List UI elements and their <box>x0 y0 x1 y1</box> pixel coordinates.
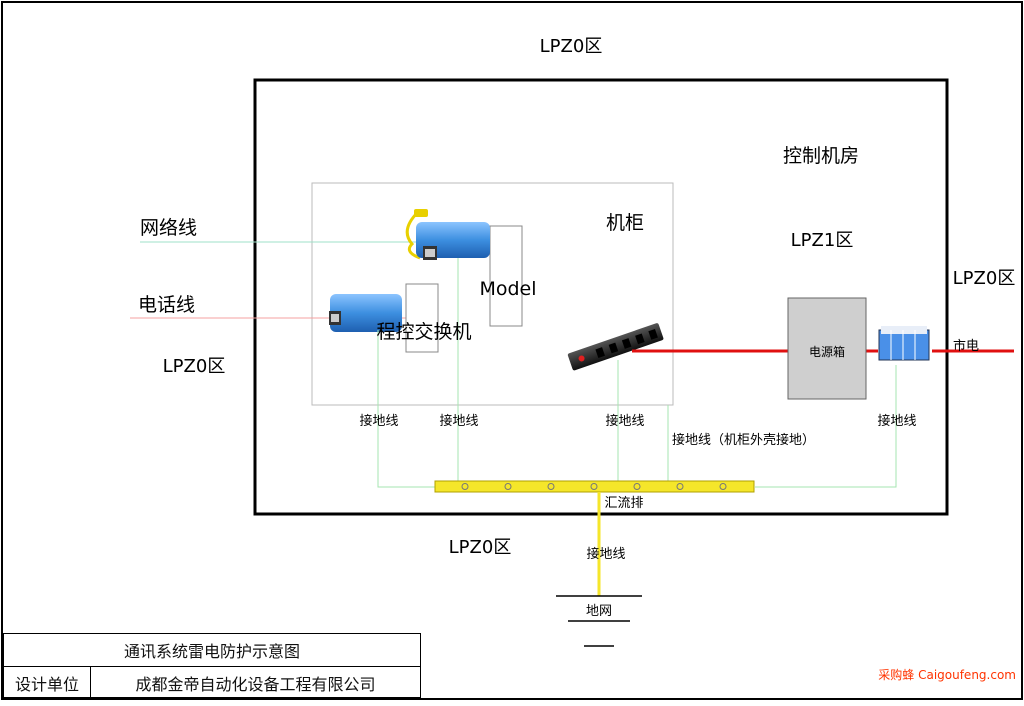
control-room-box <box>253 78 949 516</box>
title-block: 通讯系统雷电防护示意图 设计单位 成都金帝自动化设备工程有限公司 <box>3 633 421 698</box>
model-box <box>489 225 523 327</box>
zone-label-top: LPZ0区 <box>540 36 603 57</box>
cabinet-box <box>311 182 674 406</box>
designer-value: 成都金帝自动化设备工程有限公司 <box>135 674 376 694</box>
phone-spd <box>329 294 402 332</box>
zone-label-lpz1: LPZ1区 <box>791 230 854 251</box>
power-spd <box>878 326 930 361</box>
designer-label: 设计单位 <box>4 667 91 698</box>
model-label: Model <box>479 278 536 300</box>
ground-label-3: 接地线 <box>605 413 644 429</box>
phone-line-label: 电话线 <box>138 294 195 316</box>
busbar-label: 汇流排 <box>604 496 643 511</box>
cabinet-label: 机柜 <box>606 212 644 234</box>
title-block-title: 通讯系统雷电防护示意图 <box>4 634 420 667</box>
zone-label-right: LPZ0区 <box>953 268 1016 289</box>
ground-label-right: 接地线 <box>877 413 916 429</box>
ground-label-2: 接地线 <box>439 413 478 429</box>
power-box <box>787 297 867 400</box>
title-block-designer-row: 设计单位 成都金帝自动化设备工程有限公司 <box>4 667 420 698</box>
mains-label: 市电 <box>953 338 979 354</box>
network-line-label: 网络线 <box>140 217 197 239</box>
ground-label-1: 接地线 <box>359 413 398 429</box>
busbar <box>434 480 755 493</box>
zone-label-left: LPZ0区 <box>163 356 226 377</box>
control-room-label: 控制机房 <box>783 145 859 167</box>
power-strip <box>567 323 664 371</box>
pbx-box <box>405 283 439 353</box>
watermark: 采购蜂 Caigoufeng.com <box>878 668 1016 682</box>
ground-label-cabinet: 接地线（机柜外壳接地） <box>672 432 815 448</box>
network-spd <box>405 209 490 260</box>
power-box-label: 电源箱 <box>809 344 845 359</box>
earth-grid-label: 地网 <box>586 604 612 619</box>
ground-label-main: 接地线 <box>586 546 625 562</box>
pbx-label: 程控交换机 <box>376 321 471 343</box>
ground-wires <box>377 258 897 488</box>
zone-label-bottom: LPZ0区 <box>449 537 512 558</box>
